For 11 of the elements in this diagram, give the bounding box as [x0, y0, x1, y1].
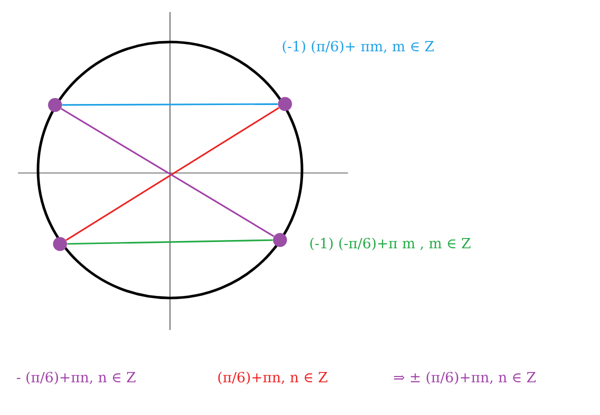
chord	[67, 239, 273, 245]
formula-label: - (π/6)+πn, n ∈ Z	[16, 372, 136, 384]
formula-label: (π/6)+πn, n ∈ Z	[218, 372, 328, 384]
point	[278, 97, 292, 111]
formula-label: (-1) (-π/6)+π m , m ∈ Z	[310, 238, 470, 250]
formula-label: ⇒ ± (π/6)+πn, n ∈ Z	[394, 372, 536, 384]
point	[53, 237, 67, 251]
formula-label: (-1) (π/6)+ πm, m ∈ Z	[282, 40, 434, 54]
chord	[62, 103, 278, 106]
point	[273, 233, 287, 247]
point	[48, 98, 62, 112]
